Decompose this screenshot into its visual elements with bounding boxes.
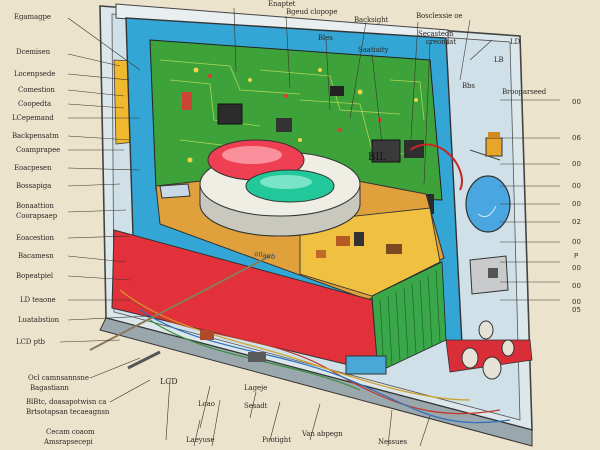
left-label: Coopedta xyxy=(18,100,52,108)
left-label: LCepemand xyxy=(12,114,54,122)
top-label: LB xyxy=(494,56,504,64)
top-label: Secasteon xyxy=(418,30,454,38)
components-dots xyxy=(187,67,418,163)
right-tick: 02 xyxy=(572,218,581,226)
left-label: Bacamesn xyxy=(18,252,54,260)
bottom-label: Nessues xyxy=(378,438,407,446)
right-tick: 00 xyxy=(572,98,581,106)
left-label: Comestion xyxy=(18,86,55,94)
leader-lines-bottom xyxy=(165,379,431,447)
left-label: Eoacpesen xyxy=(14,164,52,172)
control-button xyxy=(199,139,361,237)
left-label: Egamagpe xyxy=(14,13,51,21)
left-label: Eoacestion xyxy=(16,234,54,242)
bottom-label: Loao xyxy=(198,400,215,408)
right-tick: 00 xyxy=(572,182,581,190)
left-label: Luatabstion xyxy=(18,316,60,324)
left-label: Brtsotapsan tecaeagnsn xyxy=(26,408,110,416)
probe xyxy=(89,255,271,351)
right-tick: 00 xyxy=(572,200,581,208)
right-tick: 00 xyxy=(572,238,581,246)
top-label: Bles xyxy=(318,34,333,42)
right-tick: 00 xyxy=(572,282,581,290)
blue-connector xyxy=(345,355,387,375)
top-label: Backsight xyxy=(354,16,389,24)
bottom-tray xyxy=(99,317,533,447)
leader-lines-left xyxy=(59,17,151,403)
left-label: Cecam coaom xyxy=(46,428,95,436)
capacitor-icon xyxy=(485,132,503,157)
bottom-label: LCD xyxy=(160,377,178,386)
right-tick: 05 xyxy=(572,306,581,314)
bottom-label: Lageje xyxy=(244,384,268,392)
bottom-label: Pootight xyxy=(262,436,291,444)
bottom-label: Laeyuse xyxy=(186,436,215,444)
right-label: Bbs xyxy=(462,82,475,90)
board-side-label: ollaeb xyxy=(254,250,277,261)
right-tick: 06 xyxy=(572,134,581,142)
bottom-label: Van abpegn xyxy=(302,430,343,438)
right-tick: 00 xyxy=(572,160,581,168)
left-label: LD teaone xyxy=(20,296,56,304)
left-label: Bagastiann xyxy=(30,384,69,392)
left-label: Bopeatpiel xyxy=(16,272,54,280)
top-label: creonsat xyxy=(426,38,456,46)
left-label: Dcemisen xyxy=(16,48,50,56)
left-label: Bossapiga xyxy=(16,182,52,190)
right-label: Brooparseed xyxy=(502,88,547,96)
right-tick: 00 xyxy=(572,264,581,272)
left-label: BlBtc, doasapotwisn ca xyxy=(26,398,107,406)
top-label: Saatiaity xyxy=(358,46,389,54)
right-tick: 00 xyxy=(572,298,581,306)
heat-sink-fins xyxy=(379,269,441,371)
left-label: Locenpsede xyxy=(14,70,56,78)
leader-lines-top xyxy=(233,7,493,185)
top-label: Bgeud clopope xyxy=(286,8,338,16)
speaker-box-icon xyxy=(469,255,509,295)
top-label: Enaptet xyxy=(268,0,296,8)
left-label: Backpensatm xyxy=(12,132,59,140)
capacitor-cluster xyxy=(461,320,515,380)
components-red xyxy=(208,74,382,132)
left-label: LCD ptb xyxy=(16,338,45,346)
left-label: Amsrapsecepi xyxy=(44,438,93,446)
top-label: Bosclexsie oe xyxy=(416,12,463,20)
left-label: Coamprapee xyxy=(16,146,61,154)
bottom-label: Sesadt xyxy=(244,402,268,410)
left-label: Bonaattion xyxy=(16,202,54,210)
left-label: Ocl camnsannsne xyxy=(28,374,89,382)
board-chip-label: BIL xyxy=(368,152,386,163)
left-chip xyxy=(159,183,191,199)
right-tick: P xyxy=(574,252,579,260)
pcb-raised xyxy=(299,207,441,297)
left-label: Coorapsaep xyxy=(16,212,58,220)
top-label: LD xyxy=(510,38,521,46)
leader-lines-right xyxy=(500,99,560,301)
